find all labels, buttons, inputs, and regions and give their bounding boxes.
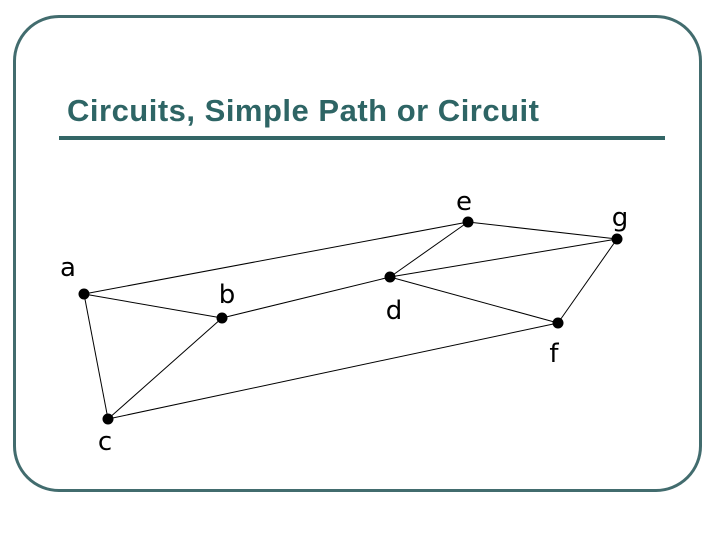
edge-d-f [389,276,559,324]
vertex-dot-e [462,216,474,228]
edge-b-c [107,317,223,420]
edge-a-c [83,293,109,420]
vertex-dot-c [102,413,114,425]
edge-b-d [221,276,391,319]
vertex-label-f: f [549,339,559,369]
title-underline [59,136,665,140]
vertex-label-a: a [60,253,76,283]
vertex-label-b: b [219,280,236,310]
vertex-dot-b [216,312,228,324]
edge-e-g [467,221,618,240]
edge-a-e [83,221,469,295]
vertex-label-d: d [386,296,403,326]
edge-f-g [557,238,618,324]
vertex-label-e: e [456,187,472,217]
edge-d-e [389,221,469,278]
edge-a-b [83,293,223,319]
vertex-label-g: g [612,203,629,233]
vertex-dot-d [384,271,396,283]
vertex-label-c: c [98,427,112,457]
vertex-dot-f [552,317,564,329]
vertex-dot-g [611,233,623,245]
vertex-dot-a [78,288,90,300]
slide-title: Circuits, Simple Path or Circuit [67,93,540,128]
edge-d-g [389,238,618,278]
edge-c-f [107,322,559,420]
